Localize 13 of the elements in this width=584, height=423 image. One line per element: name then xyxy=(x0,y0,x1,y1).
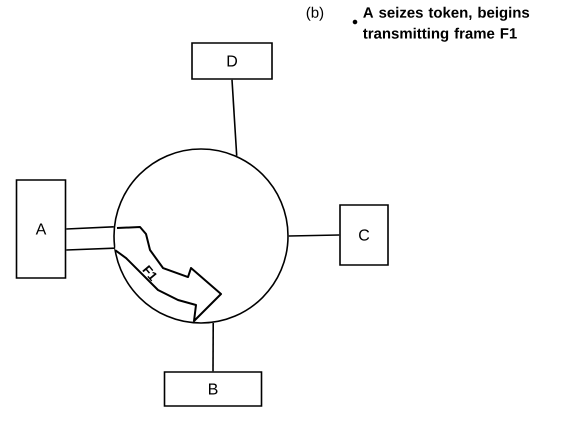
connector-line xyxy=(66,226,114,230)
station-box: B xyxy=(164,371,262,407)
frame-label: F1 xyxy=(142,265,157,282)
station-box: D xyxy=(191,42,273,80)
station-box: A xyxy=(16,179,66,279)
ring-circle xyxy=(113,148,289,324)
panel-label: (b) xyxy=(306,6,324,21)
connector-line xyxy=(212,322,214,372)
connector-line xyxy=(231,80,238,156)
connector-line xyxy=(66,247,114,251)
note-text: A seizes token, beigins transmitting frame F1 xyxy=(363,6,530,42)
connector-line xyxy=(288,234,340,237)
station-box: C xyxy=(339,204,389,266)
